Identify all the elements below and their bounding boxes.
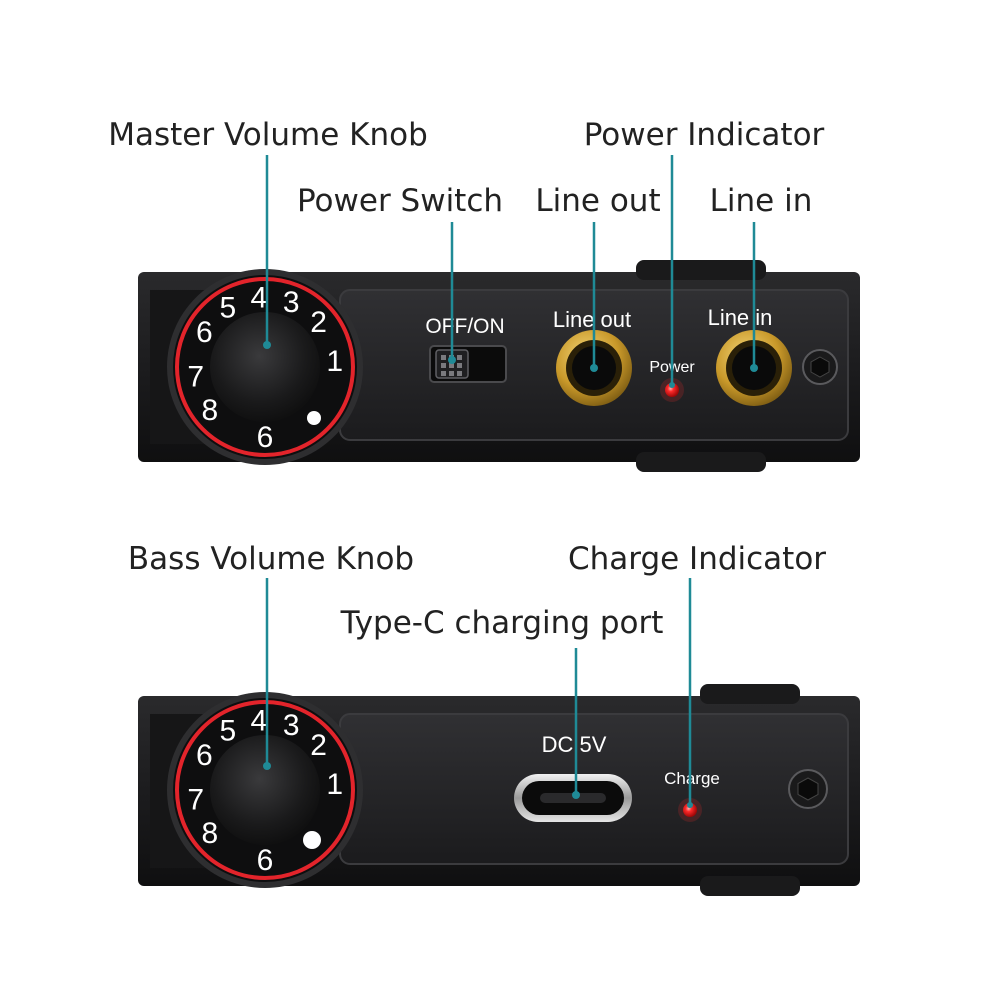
callout-line-in: Line in [709,183,813,219]
knob-number: 2 [310,729,327,762]
dc-label: DC 5V [542,732,607,757]
callout-charge-indicator: Charge Indicator [567,541,827,577]
line-in-panel-label: Line in [708,305,773,330]
top-rear-bump [636,260,766,280]
power-switch[interactable] [429,345,507,383]
knob-number: 7 [187,784,204,817]
top-rear-bump-bottom [636,452,766,472]
type-c-port[interactable] [514,774,632,822]
charge-led-glow [678,798,702,822]
knob-number: 8 [201,817,218,850]
master-knob-cap [210,312,320,422]
knob-number: 3 [283,286,300,319]
knob-number: 1 [326,768,343,801]
knob-number: 8 [201,394,218,427]
callout-master-volume-knob: Master Volume Knob [108,117,428,153]
knob-number: 4 [251,281,268,314]
knob-number: 6 [196,316,213,349]
knob-number: 7 [187,361,204,394]
charge-led [683,803,697,817]
knob-number: 2 [310,306,327,339]
callout-type-c-charging-port: Type-C charging port [340,605,664,641]
bass-knob-ring [175,700,355,880]
bass-knob-dot [303,831,321,849]
charge-panel-label: Charge [664,769,720,788]
callout-bass-volume-knob: Bass Volume Knob [127,541,415,577]
master-knob-ring [175,277,355,457]
top-screw [802,349,838,385]
bottom-screw [788,769,828,809]
bottom-rear-bump [700,684,800,704]
power-led-glow [660,378,684,402]
knob-number: 5 [220,715,237,748]
knob-number: 4 [251,704,268,737]
callout-power-switch: Power Switch [296,183,504,219]
leader-dots [263,341,758,808]
knob-number: 6 [257,421,274,454]
power-led [665,383,679,397]
knob-number: 6 [257,844,274,877]
callout-line-out: Line out [535,183,661,219]
bass-knob-cap [210,735,320,845]
switch-label: OFF/ON [425,315,504,338]
knob-number: 1 [326,345,343,378]
knob-number: 6 [196,739,213,772]
knob-number: 5 [220,292,237,325]
callout-power-indicator: Power Indicator [583,117,825,153]
bottom-rear-bump-bottom [700,876,800,896]
master-knob-dot [307,411,321,425]
knob-number: 3 [283,709,300,742]
leader-lines [265,155,756,805]
line-out-panel-label: Line out [553,307,631,332]
